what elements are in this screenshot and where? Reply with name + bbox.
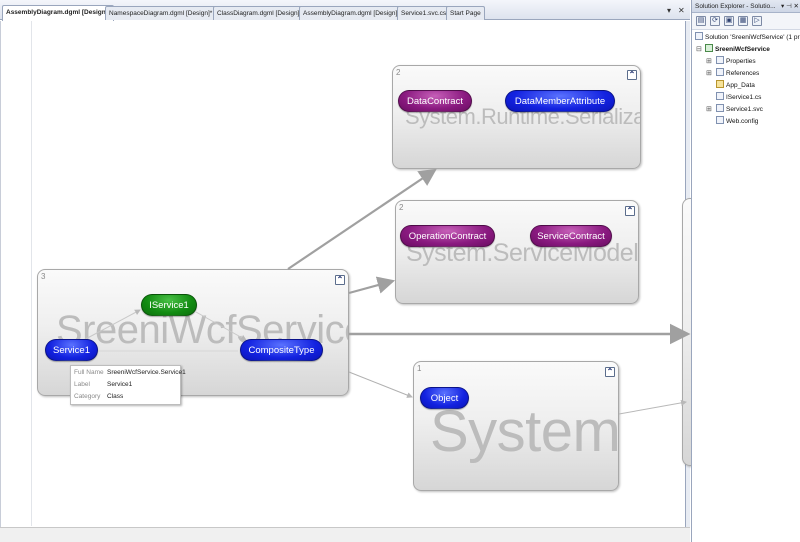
solution-explorer-title: Solution Explorer - Solutio... — [695, 3, 776, 10]
cs-file-icon — [716, 92, 724, 100]
solution-explorer-panel: Solution Explorer - Solutio... ▾ ⊣ ✕ ▤ ⟳… — [691, 0, 800, 542]
config-file-icon — [716, 116, 724, 124]
tree-solution[interactable]: Solution 'SreeniWcfService' (1 pr — [695, 32, 800, 44]
refresh-icon[interactable]: ⟳ — [710, 16, 720, 26]
references-folder-icon — [716, 68, 724, 76]
group-system[interactable]: 1 System ⌃ — [413, 361, 619, 491]
tooltip-value: Service1 — [107, 381, 133, 388]
group-count: 2 — [396, 68, 401, 77]
view-designer-icon[interactable]: ▷ — [752, 16, 762, 26]
tooltip-value: Class — [107, 393, 124, 400]
svc-file-icon — [716, 104, 724, 112]
tab-start-page[interactable]: Start Page — [446, 6, 485, 20]
tooltip-value: SreeniWcfService.Service1 — [107, 369, 186, 376]
solution-icon — [695, 32, 703, 40]
solution-explorer-header: Solution Explorer - Solutio... ▾ ⊣ ✕ — [692, 0, 800, 13]
group-title: System — [430, 399, 619, 464]
node-object[interactable]: Object — [420, 387, 469, 409]
tree-item-service1-svc[interactable]: Service1.svc — [716, 104, 763, 116]
expand-icon[interactable]: ⊞ — [706, 70, 712, 77]
expand-icon[interactable]: ⊞ — [706, 106, 712, 113]
node-operation-contract[interactable]: OperationContract — [400, 225, 495, 247]
tab-dropdown-icon[interactable]: ▾ — [667, 6, 672, 15]
collapse-chevron-icon[interactable]: ⌃ — [605, 367, 615, 377]
collapse-icon[interactable]: ⊟ — [696, 46, 702, 53]
tree-item-web-config[interactable]: Web.config — [716, 116, 758, 128]
group-count: 2 — [399, 203, 404, 212]
node-tooltip: Full Name SreeniWcfService.Service1 Labe… — [70, 365, 186, 405]
web-project-icon — [705, 44, 713, 52]
expand-icon[interactable]: ⊞ — [706, 58, 712, 65]
tab-class-diagram[interactable]: ClassDiagram.dgml [Design]* — [213, 6, 306, 20]
properties-icon[interactable]: ▤ — [696, 16, 706, 26]
node-service-contract[interactable]: ServiceContract — [530, 225, 612, 247]
panel-controls-icon[interactable]: ▾ ⊣ ✕ — [781, 3, 799, 10]
collapse-chevron-icon[interactable]: ⌃ — [625, 206, 635, 216]
properties-folder-icon — [716, 56, 724, 64]
group-system-service-model[interactable]: 2 System.ServiceModel ⌃ — [395, 200, 639, 304]
folder-icon — [716, 80, 724, 88]
horizontal-scrollbar[interactable] — [0, 527, 690, 542]
group-count: 1 — [417, 364, 422, 373]
tooltip-label: Full Name — [74, 369, 104, 376]
node-composite-type[interactable]: CompositeType — [240, 339, 323, 361]
tab-assembly-diagram[interactable]: AssemblyDiagram.dgml [Design]* — [299, 6, 404, 20]
tab-assembly-diagram-active[interactable]: AssemblyDiagram.dgml [Design]* — [2, 5, 115, 21]
node-iservice1[interactable]: IService1 — [141, 294, 197, 316]
node-service1[interactable]: Service1 — [45, 339, 98, 361]
tab-namespace-diagram[interactable]: NamespaceDiagram.dgml [Design]* — [105, 6, 217, 20]
tab-close-icon[interactable]: ✕ — [678, 6, 685, 15]
node-data-member-attribute[interactable]: DataMemberAttribute — [505, 90, 615, 112]
solution-explorer-toolbar: ▤ ⟳ ▣ ▦ ▷ — [692, 13, 800, 30]
document-tab-strip: AssemblyDiagram.dgml [Design]* Namespace… — [0, 0, 690, 21]
collapse-chevron-icon[interactable]: ⌃ — [335, 275, 345, 285]
view-code-icon[interactable]: ▦ — [738, 16, 748, 26]
show-all-files-icon[interactable]: ▣ — [724, 16, 734, 26]
tab-service1-svc-cs[interactable]: Service1.svc.cs — [397, 6, 451, 20]
tree-item-iservice1-cs[interactable]: IService1.cs — [716, 92, 761, 104]
tooltip-label: Category — [74, 393, 101, 400]
tree-item-app-data[interactable]: App_Data — [716, 80, 755, 92]
tooltip-label: Label — [74, 381, 90, 388]
group-count: 3 — [41, 272, 46, 281]
collapse-chevron-icon[interactable]: ⌃ — [627, 70, 637, 80]
group-system-runtime-serialization[interactable]: 2 System.Runtime.Serialization ⌃ — [392, 65, 641, 169]
tree-item-properties[interactable]: Properties — [716, 56, 756, 68]
node-data-contract[interactable]: DataContract — [398, 90, 472, 112]
tree-item-references[interactable]: References — [716, 68, 759, 80]
tree-project[interactable]: SreeniWcfService — [705, 44, 770, 56]
